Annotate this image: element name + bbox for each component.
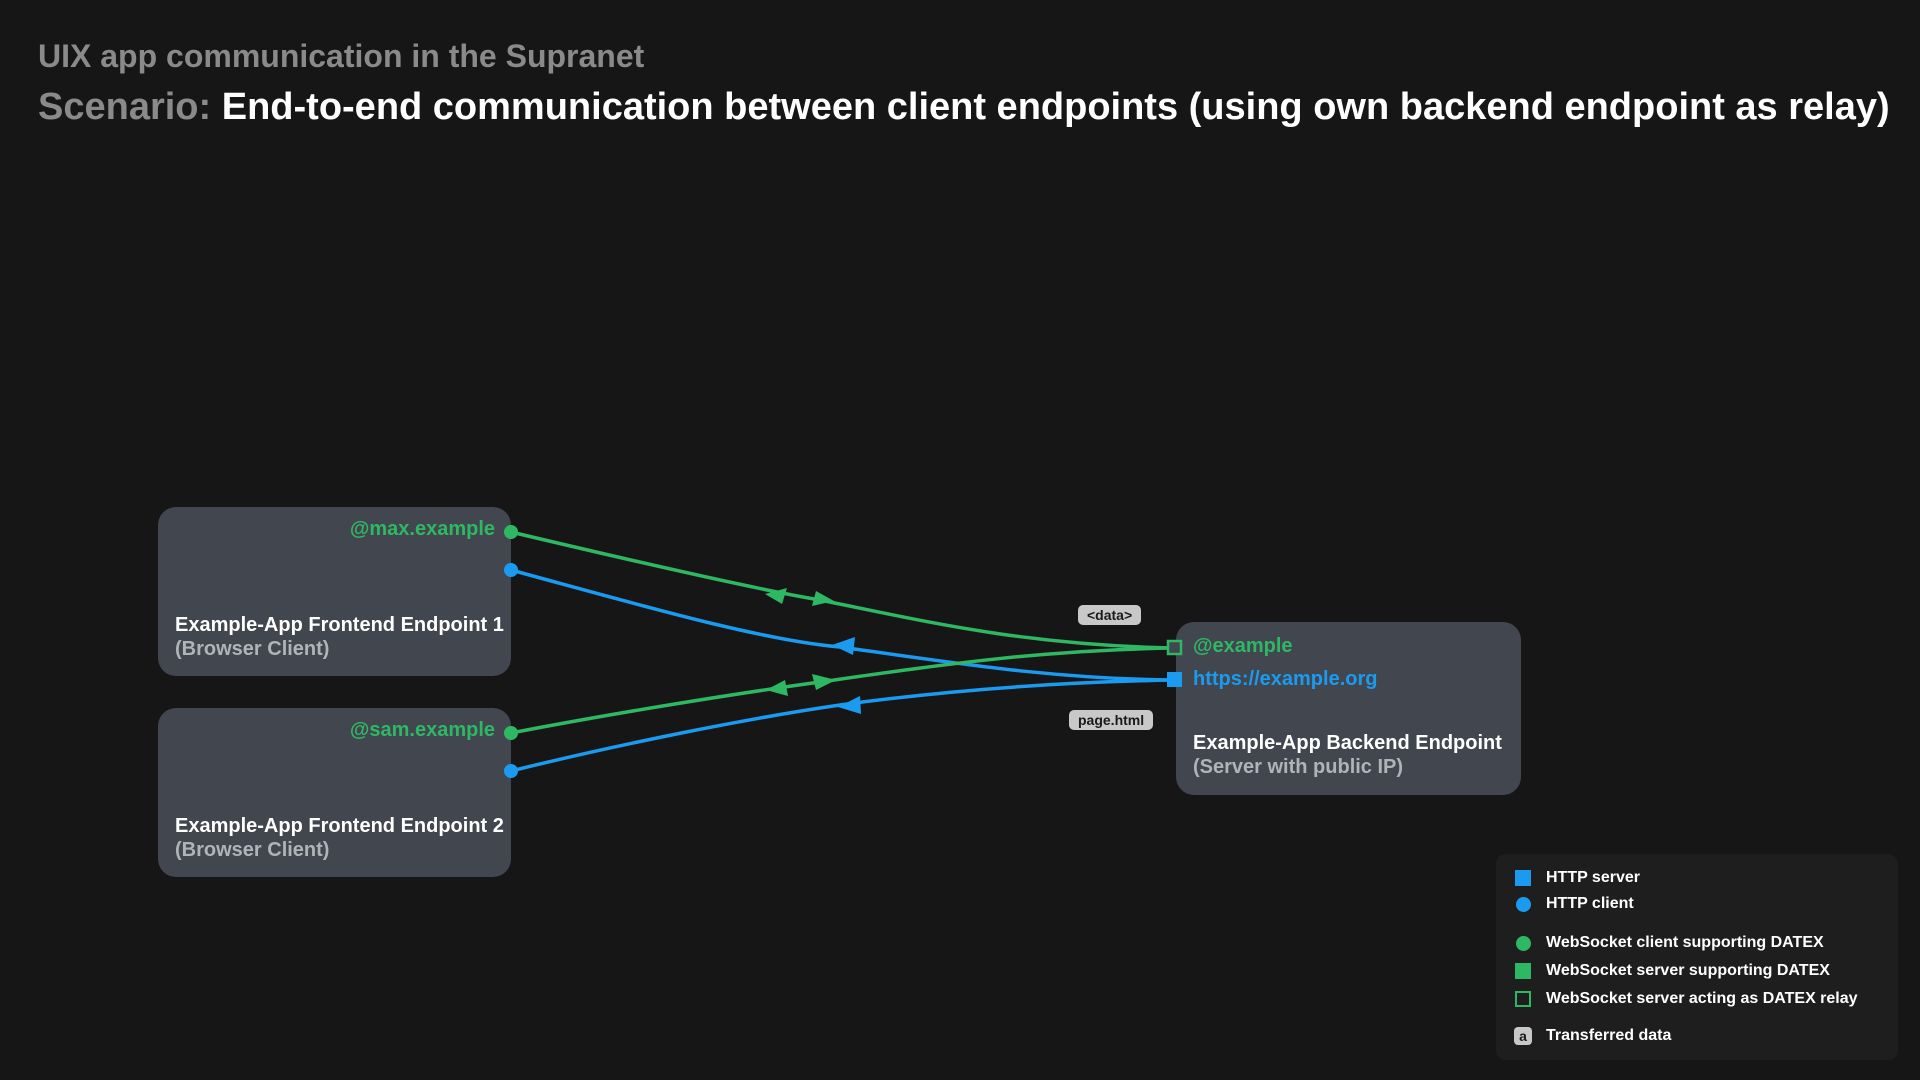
arrow-to-backend-from-1-icon: [812, 591, 834, 606]
legend-label: WebSocket server supporting DATEX: [1546, 962, 1830, 979]
scenario-text: End-to-end communication between client …: [221, 86, 1890, 128]
http-line-frontend-2: [510, 678, 1175, 773]
frontend-2-websocket-client-dot-icon: [504, 726, 518, 740]
scenario-heading: Scenario: End-to-end communication betwe…: [38, 86, 1890, 129]
websocket-line-frontend-1: [510, 530, 1175, 650]
legend-item-websocket-client: WebSocket client supporting DATEX: [1514, 934, 1824, 952]
backend-endpoint-box: @example https://example.org Example-App…: [1176, 622, 1521, 795]
backend-name: Example-App Backend Endpoint: [1193, 732, 1502, 754]
frontend-1-websocket-client-dot-icon: [504, 525, 518, 539]
frontend-2-endpoint-id: @sam.example: [349, 719, 495, 741]
page-transfer-tag: page.html: [1069, 710, 1154, 730]
http-line-frontend-1: [510, 568, 1175, 682]
backend-endpoint-id: @example: [1193, 635, 1293, 657]
legend-item-websocket-relay: WebSocket server acting as DATEX relay: [1514, 990, 1858, 1008]
legend-label: WebSocket client supporting DATEX: [1546, 934, 1824, 951]
frontend-2-subtitle: (Browser Client): [175, 839, 330, 861]
http-server-square-icon: [1514, 869, 1532, 887]
frontend-1-http-client-dot-icon: [504, 563, 518, 577]
legend-item-http-server: HTTP server: [1514, 869, 1640, 887]
page-title: UIX app communication in the Supranet: [38, 38, 645, 74]
websocket-client-dot-icon: [1514, 934, 1532, 952]
legend-item-transferred-data: a Transferred data: [1514, 1027, 1671, 1045]
data-glyph-icon: a: [1514, 1027, 1532, 1045]
legend-label: HTTP server: [1546, 869, 1640, 886]
data-transfer-tag: <data>: [1078, 605, 1142, 625]
frontend-endpoint-1-box: @max.example Example-App Frontend Endpoi…: [158, 507, 511, 676]
frontend-1-subtitle: (Browser Client): [175, 638, 330, 660]
frontend-1-endpoint-id: @max.example: [349, 518, 495, 540]
backend-subtitle: (Server with public IP): [1193, 756, 1404, 778]
websocket-server-square-icon: [1514, 962, 1532, 980]
legend-label: HTTP client: [1546, 895, 1634, 912]
legend-label: Transferred data: [1546, 1027, 1672, 1044]
legend: HTTP server HTTP client WebSocket client…: [1496, 854, 1898, 1060]
http-arrow-frontend-1-icon: [832, 637, 855, 655]
frontend-1-name: Example-App Frontend Endpoint 1: [175, 614, 504, 636]
frontend-2-name: Example-App Frontend Endpoint 2: [175, 815, 504, 837]
websocket-relay-outline-square-icon: [1514, 990, 1532, 1008]
backend-http-server-square-icon: [1167, 672, 1182, 687]
legend-item-http-client: HTTP client: [1514, 895, 1634, 913]
http-client-dot-icon: [1514, 895, 1532, 913]
legend-item-websocket-server: WebSocket server supporting DATEX: [1514, 962, 1830, 980]
http-arrow-frontend-2-icon: [838, 696, 861, 714]
frontend-2-http-client-dot-icon: [504, 764, 518, 778]
arrow-to-backend-from-2-icon: [812, 674, 836, 690]
backend-url: https://example.org: [1193, 668, 1378, 690]
frontend-endpoint-2-box: @sam.example Example-App Frontend Endpoi…: [158, 708, 511, 877]
backend-relay-square-icon: [1166, 639, 1183, 656]
arrow-to-frontend-1-icon: [765, 588, 787, 604]
legend-label: WebSocket server acting as DATEX relay: [1546, 990, 1858, 1007]
scenario-prefix: Scenario:: [38, 86, 212, 128]
arrow-to-frontend-2-icon: [766, 680, 788, 696]
